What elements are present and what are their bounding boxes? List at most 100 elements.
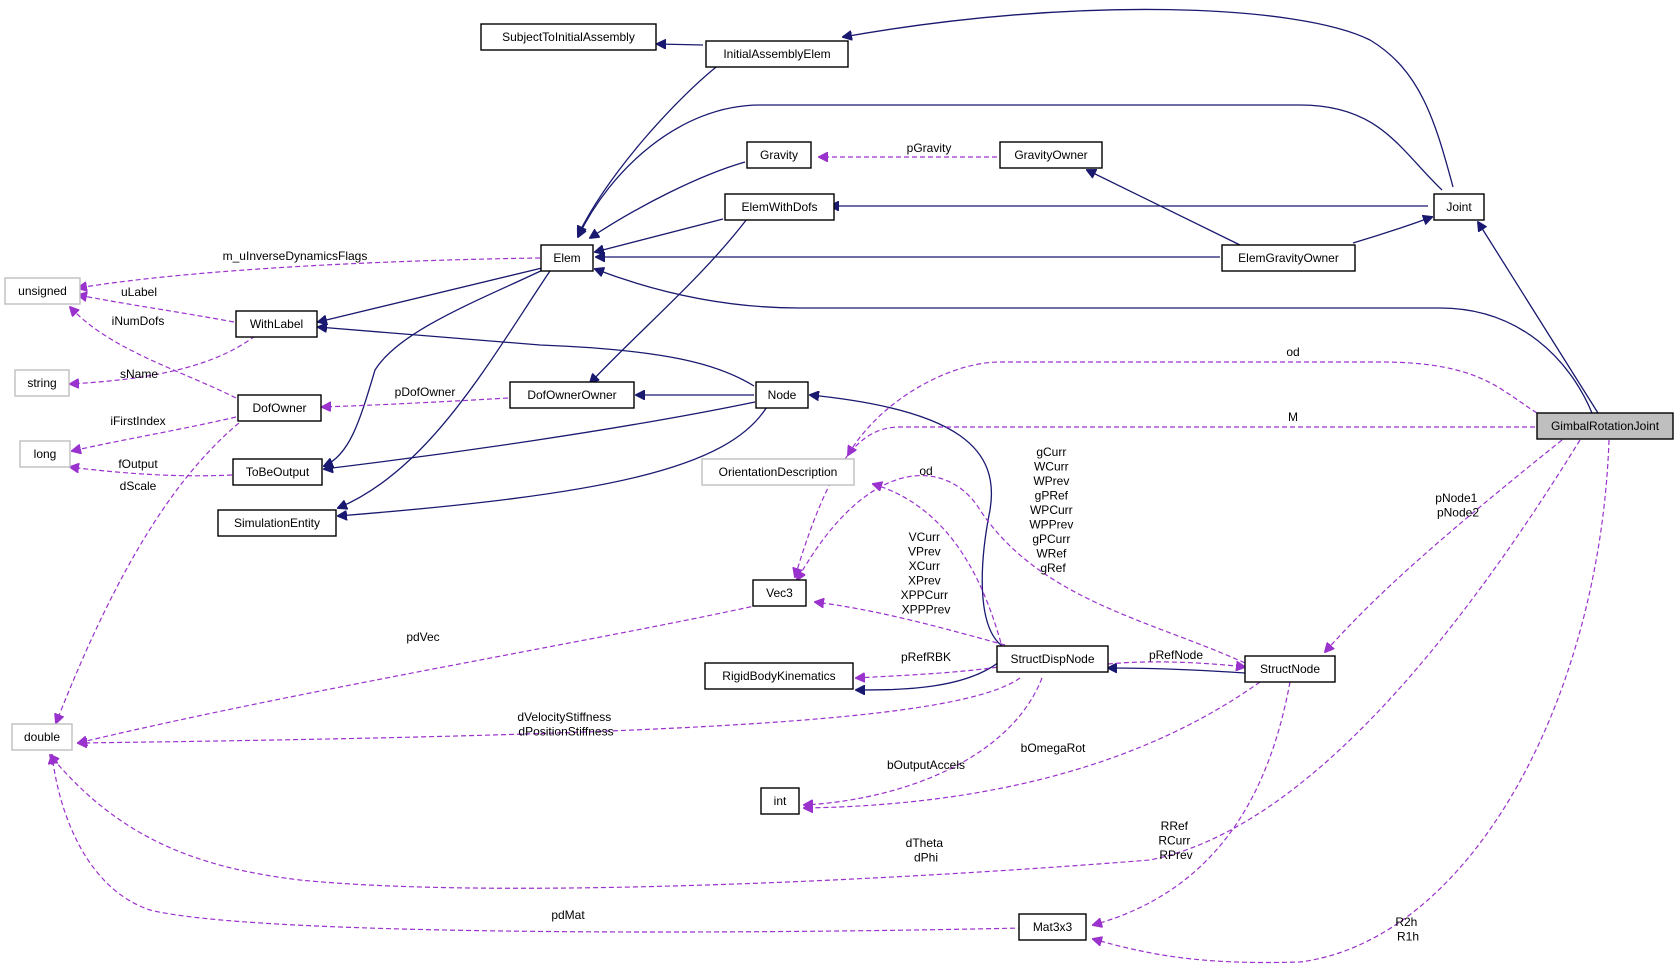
- svg-text:int: int: [774, 794, 787, 808]
- label-boutputaccels: bOutputAccels: [887, 758, 965, 772]
- svg-text:InitialAssemblyElem: InitialAssemblyElem: [723, 47, 830, 61]
- label-prefnode: pRefNode: [1149, 648, 1203, 662]
- svg-text:DofOwnerOwner: DofOwnerOwner: [527, 388, 616, 402]
- label-pnode-group: pNode1 pNode2: [1435, 491, 1480, 520]
- edge-joint-elem: [578, 104, 1443, 237]
- node-elemgravityowner[interactable]: ElemGravityOwner: [1221, 244, 1356, 272]
- label-stiffness-group: dVelocityStiffness dPositionStiffness: [517, 710, 614, 739]
- edge-structdispnode-structnode: [1107, 662, 1245, 667]
- edge-withlabel-string: [70, 335, 256, 384]
- edge-structdispnode-node: [810, 395, 1006, 649]
- label-vcurr-group: VCurr VPrev XCurr XPrev XPPCurr XPPPrev: [901, 530, 952, 617]
- label-sname: sName: [120, 367, 158, 381]
- label-prefrbk: pRefRBK: [901, 650, 951, 664]
- edge-structnode-structdispnode: [1108, 668, 1246, 674]
- node-simulationentity[interactable]: SimulationEntity: [217, 509, 337, 537]
- node-rigidbodykinematics[interactable]: RigidBodyKinematics: [704, 662, 854, 690]
- node-dofowner[interactable]: DofOwner: [237, 394, 322, 422]
- edge-dofowner-unsigned: [70, 307, 237, 399]
- svg-text:SubjectToInitialAssembly: SubjectToInitialAssembly: [502, 30, 635, 44]
- svg-text:unsigned: unsigned: [18, 284, 67, 298]
- svg-text:StructDispNode: StructDispNode: [1010, 652, 1094, 666]
- label-ulabel: uLabel: [121, 285, 157, 299]
- svg-text:Elem: Elem: [553, 251, 580, 265]
- edge-structdispnode-rigidbodykinematics: [856, 665, 1006, 678]
- edge-gimbal-joint: [1478, 222, 1599, 414]
- edge-elem-withlabel: [318, 267, 543, 322]
- svg-text:string: string: [27, 376, 56, 390]
- node-dofownerowner[interactable]: DofOwnerOwner: [509, 381, 635, 409]
- label-foutput: fOutput: [118, 457, 158, 471]
- label-m-uinversedynamicsflags: m_uInverseDynamicsFlags: [223, 249, 368, 263]
- node-long[interactable]: long: [19, 440, 71, 468]
- node-string[interactable]: string: [14, 369, 70, 397]
- edge-node-withlabel: [318, 327, 755, 387]
- edge-node-tobeoutput: [324, 401, 756, 469]
- node-double[interactable]: double: [11, 723, 73, 751]
- node-vec3[interactable]: Vec3: [752, 579, 807, 607]
- svg-text:ToBeOutput: ToBeOutput: [246, 465, 310, 479]
- node-unsigned[interactable]: unsigned: [4, 277, 81, 305]
- node-structnode[interactable]: StructNode: [1244, 655, 1336, 683]
- node-gravity[interactable]: Gravity: [746, 141, 812, 169]
- edge-initialassemblyelem-elem: [578, 63, 721, 235]
- svg-text:GravityOwner: GravityOwner: [1014, 148, 1087, 162]
- svg-text:ElemGravityOwner: ElemGravityOwner: [1238, 251, 1339, 265]
- svg-text:Joint: Joint: [1446, 200, 1472, 214]
- edge-withlabel-unsigned: [78, 295, 235, 323]
- svg-text:ElemWithDofs: ElemWithDofs: [741, 200, 817, 214]
- node-elem[interactable]: Elem: [540, 244, 594, 272]
- svg-text:WithLabel: WithLabel: [250, 317, 303, 331]
- label-pdmat: pdMat: [551, 908, 585, 922]
- label-r2h-group: R2h R1h: [1395, 915, 1420, 944]
- edge-node-simulationentity: [338, 404, 769, 516]
- node-initialassemblyelem[interactable]: InitialAssemblyElem: [705, 40, 849, 68]
- svg-text:Node: Node: [768, 388, 797, 402]
- node-subjecttoinitialassembly[interactable]: SubjectToInitialAssembly: [480, 23, 657, 51]
- node-elemwithdofs[interactable]: ElemWithDofs: [724, 193, 835, 221]
- svg-text:SimulationEntity: SimulationEntity: [234, 516, 320, 530]
- label-od-mid: od: [919, 464, 932, 478]
- edge-joint-initialassemblyelem: [843, 8, 1454, 188]
- svg-text:StructNode: StructNode: [1260, 662, 1320, 676]
- edge-structnode-mat3x3: [1093, 681, 1291, 925]
- edge-structdispnode-int: [804, 677, 1043, 805]
- edge-elemgravityowner-joint: [1352, 217, 1432, 244]
- label-pgravity: pGravity: [907, 141, 952, 155]
- node-node[interactable]: Node: [755, 381, 809, 409]
- edge-initialassemblyelem-subjecttoinitialassembly: [657, 44, 704, 45]
- member-edges: [50, 157, 1610, 964]
- label-inumdofs: iNumDofs: [112, 314, 165, 328]
- node-withlabel[interactable]: WithLabel: [235, 310, 318, 338]
- edge-gimbal-mat3x3: [1093, 439, 1610, 964]
- edge-gimbal-structnode: [1325, 439, 1563, 652]
- edge-structdispnode-orientationdescription: [873, 484, 1006, 659]
- label-dscale: dScale: [120, 479, 157, 493]
- label-od-top: od: [1286, 345, 1299, 359]
- label-rref-group: RRef RCurr RPrev: [1158, 819, 1193, 862]
- edge-structdispnode-vec3: [815, 602, 1006, 646]
- edge-dofowner-long: [72, 416, 237, 451]
- node-int[interactable]: int: [760, 787, 800, 815]
- node-gravityowner[interactable]: GravityOwner: [999, 141, 1103, 169]
- node-joint[interactable]: Joint: [1433, 193, 1485, 221]
- node-mat3x3[interactable]: Mat3x3: [1018, 913, 1087, 941]
- node-orientationdescription[interactable]: OrientationDescription: [701, 458, 855, 486]
- edge-elemgravityowner-gravityowner: [1087, 170, 1241, 246]
- label-pdofowner: pDofOwner: [395, 385, 456, 399]
- edge-structdispnode-rigidbodykinematics: [856, 656, 1006, 690]
- svg-text:OrientationDescription: OrientationDescription: [719, 465, 838, 479]
- edge-gimbal-orientationdescription-od: [848, 361, 1538, 455]
- nodes: SubjectToInitialAssembly InitialAssembly…: [4, 23, 1674, 941]
- svg-text:RigidBodyKinematics: RigidBodyKinematics: [722, 669, 835, 683]
- edge-gimbal-double: [50, 439, 1581, 889]
- edge-elemwithdofs-elem: [595, 218, 724, 252]
- svg-text:double: double: [24, 730, 60, 744]
- edge-elem-tobeoutput: [324, 267, 548, 466]
- node-structdispnode[interactable]: StructDispNode: [996, 645, 1109, 673]
- edge-structdispnode-double: [78, 677, 1021, 743]
- edge-tobeoutput-long: [70, 467, 233, 477]
- node-tobeoutput[interactable]: ToBeOutput: [232, 458, 323, 486]
- node-gimbalrotationjoint[interactable]: GimbalRotationJoint: [1536, 412, 1674, 440]
- label-bomegarot: bOmegaRot: [1021, 741, 1086, 755]
